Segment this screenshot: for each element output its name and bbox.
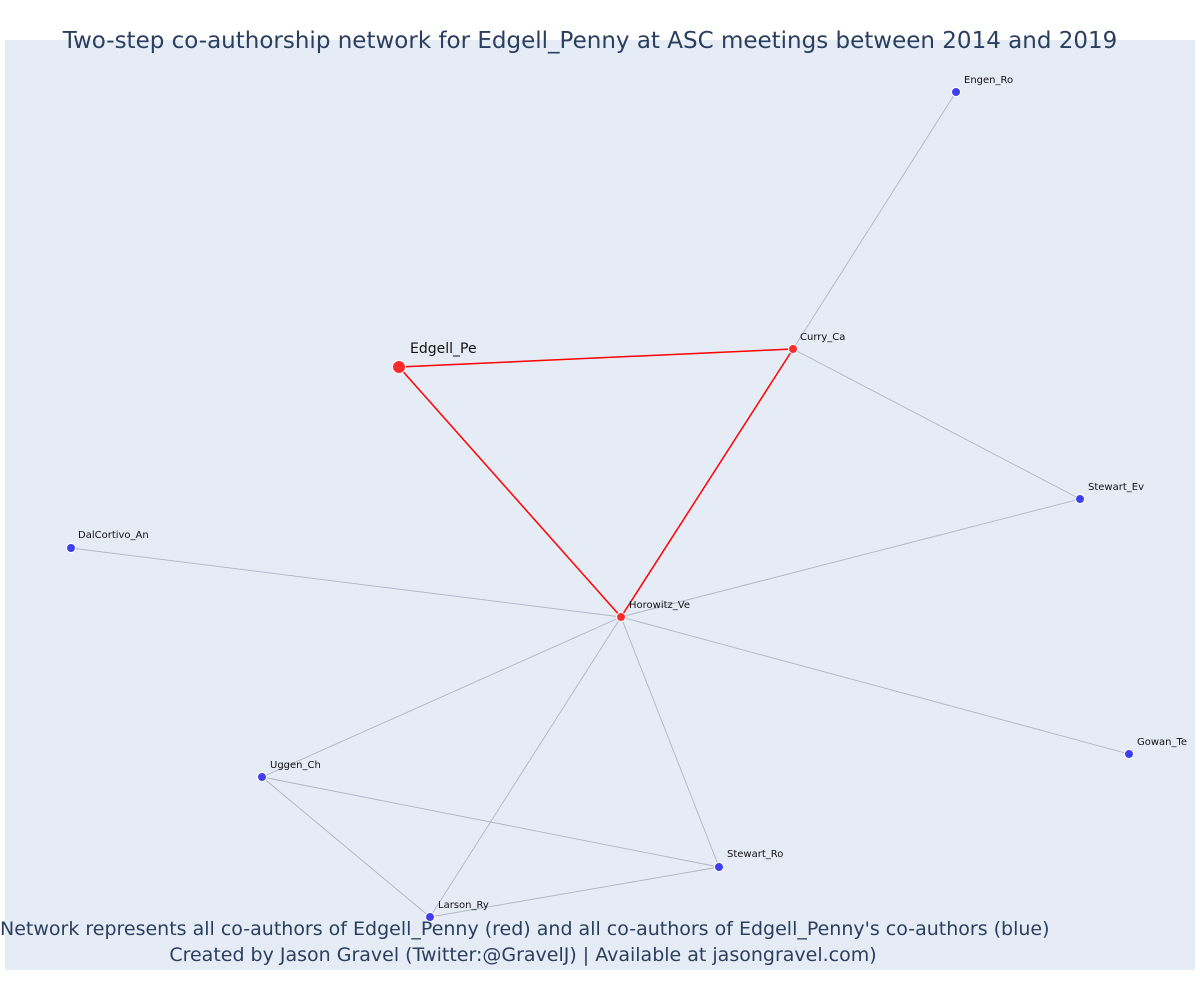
nodes-layer — [66, 87, 1134, 922]
node-curry[interactable] — [788, 344, 798, 354]
node-edgell[interactable] — [392, 360, 406, 374]
edges-layer — [70, 91, 1130, 918]
node-label-gowan: Gowan_Te — [1137, 737, 1187, 748]
node-larson[interactable] — [425, 912, 435, 922]
edge-curry-horowitz — [620, 348, 794, 618]
edge-uggen-larson — [261, 776, 431, 918]
node-label-larson: Larson_Ry — [438, 900, 489, 911]
node-label-stewart_ev: Stewart_Ev — [1088, 482, 1144, 493]
node-label-horowitz: Horowitz_Ve — [629, 600, 690, 611]
node-engen[interactable] — [951, 87, 961, 97]
edge-horowitz-stewart_ro — [620, 616, 720, 868]
edge-horowitz-dalcortivo — [70, 547, 622, 618]
edge-horowitz-stewart_ev — [620, 498, 1081, 618]
edge-curry-engen — [792, 91, 957, 350]
edge-larson-stewart_ro — [429, 866, 720, 918]
node-label-curry: Curry_Ca — [800, 332, 845, 343]
edge-edgell-curry — [398, 348, 794, 368]
edge-horowitz-larson — [429, 616, 622, 918]
node-label-dalcortivo: DalCortivo_An — [78, 530, 149, 541]
edge-curry-stewart_ev — [792, 348, 1081, 500]
node-gowan[interactable] — [1124, 749, 1134, 759]
node-label-stewart_ro: Stewart_Ro — [727, 849, 783, 860]
node-label-edgell: Edgell_Pe — [410, 341, 477, 357]
edge-horowitz-uggen — [261, 616, 622, 778]
chart-title: Two-step co-authorship network for Edgel… — [62, 28, 1118, 54]
edge-horowitz-gowan — [620, 616, 1130, 755]
node-dalcortivo[interactable] — [66, 543, 76, 553]
node-uggen[interactable] — [257, 772, 267, 782]
caption-line-2: Created by Jason Gravel (Twitter:@Gravel… — [169, 944, 877, 966]
node-label-engen: Engen_Ro — [964, 75, 1013, 86]
edge-uggen-stewart_ro — [261, 776, 720, 868]
node-stewart_ro[interactable] — [714, 862, 724, 872]
caption-line-1: Network represents all co-authors of Edg… — [0, 918, 1050, 940]
node-stewart_ev[interactable] — [1075, 494, 1085, 504]
node-horowitz[interactable] — [616, 612, 626, 622]
node-label-uggen: Uggen_Ch — [270, 760, 321, 771]
plot-background — [5, 40, 1195, 970]
edge-edgell-horowitz — [398, 366, 622, 618]
